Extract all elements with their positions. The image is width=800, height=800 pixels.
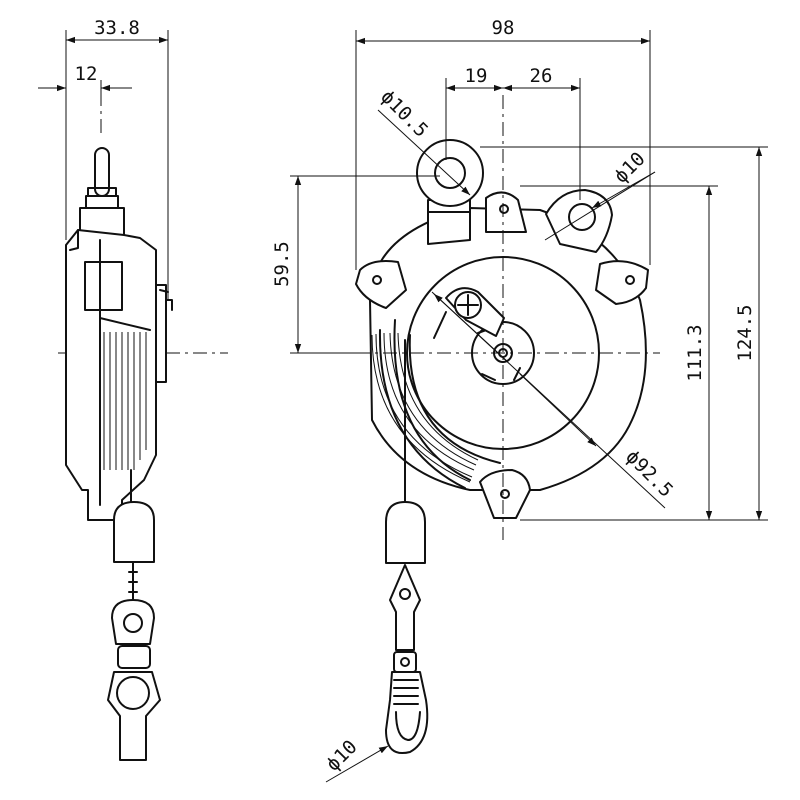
side-cable-drum bbox=[103, 332, 147, 470]
side-dimensions: 33.8 12 bbox=[38, 17, 169, 300]
dim-hook-diameter: ϕ10 bbox=[322, 736, 362, 776]
safety-hook bbox=[385, 671, 429, 754]
side-housing bbox=[65, 229, 157, 521]
dim-side-hole: ϕ10 bbox=[610, 148, 650, 188]
dim-side-offset: 12 bbox=[75, 63, 98, 85]
side-adjuster bbox=[155, 284, 167, 383]
side-swivel bbox=[111, 599, 155, 645]
side-view bbox=[58, 92, 228, 761]
dim-hook-offset-right: 26 bbox=[530, 65, 553, 87]
top-ring bbox=[416, 139, 484, 207]
front-bottom-ear bbox=[479, 469, 531, 519]
dim-body-height: 111.3 bbox=[684, 324, 706, 381]
front-right-ear bbox=[595, 260, 649, 305]
dim-hook-offset-left: 19 bbox=[465, 65, 488, 87]
dim-overall-width: 98 bbox=[492, 17, 515, 39]
side-cable-stopper bbox=[113, 501, 155, 563]
dim-overall-height: 124.5 bbox=[734, 304, 756, 361]
hook-connector bbox=[389, 564, 421, 651]
front-view bbox=[355, 95, 660, 754]
dim-top-hole: ϕ10.5 bbox=[376, 86, 432, 142]
dim-center-height: 59.5 bbox=[271, 241, 293, 287]
dim-side-depth: 33.8 bbox=[94, 17, 140, 39]
front-cable-stopper bbox=[385, 501, 426, 564]
front-left-ear bbox=[355, 260, 407, 309]
side-hook bbox=[107, 671, 161, 761]
front-cable-coil bbox=[371, 332, 479, 483]
